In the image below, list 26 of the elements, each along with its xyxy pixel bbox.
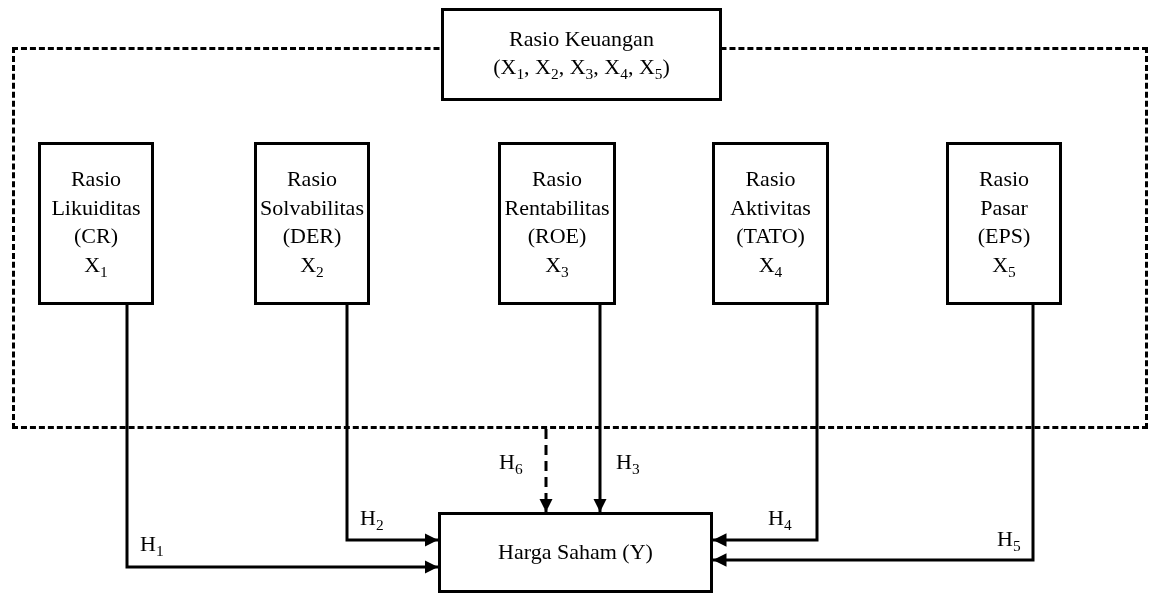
box-title: Harga Saham (Y) — [498, 538, 653, 567]
arrow — [713, 305, 1035, 567]
variable-label: (X$_{1}$, X$_{2}$, X$_{3}$, X$_{4}$, X$_{5}$) — [493, 53, 670, 85]
variable-label: X$_{5}$ — [992, 250, 1016, 283]
ratio-box — [946, 142, 1062, 305]
variable-label: X$_{2}$ — [300, 250, 324, 283]
ratio-box — [38, 142, 154, 305]
variable-label: X$_{3}$ — [545, 250, 569, 283]
arrow — [593, 305, 607, 512]
box-title: Rasio Keuangan — [509, 24, 654, 53]
box-title: Rasio Solvabilitas (DER) — [260, 164, 364, 251]
arrow — [125, 305, 438, 574]
ratio-box — [441, 8, 722, 101]
arrow — [713, 305, 819, 547]
ratio-box — [712, 142, 829, 305]
arrow — [345, 305, 438, 547]
dashed-arrow — [539, 429, 553, 512]
ratio-box — [254, 142, 370, 305]
variable-label: X$_{1}$ — [84, 250, 108, 283]
box-title: Rasio Likuiditas (CR) — [51, 164, 141, 251]
box-title: Rasio Rentabilitas (ROE) — [504, 164, 610, 251]
box-title: Rasio Pasar (EPS) — [976, 164, 1032, 251]
ratio-box — [498, 142, 616, 305]
box-title: Rasio Aktivitas (TATO) — [729, 164, 812, 251]
ratio-box — [438, 512, 713, 593]
variable-label: X$_{4}$ — [758, 250, 783, 283]
